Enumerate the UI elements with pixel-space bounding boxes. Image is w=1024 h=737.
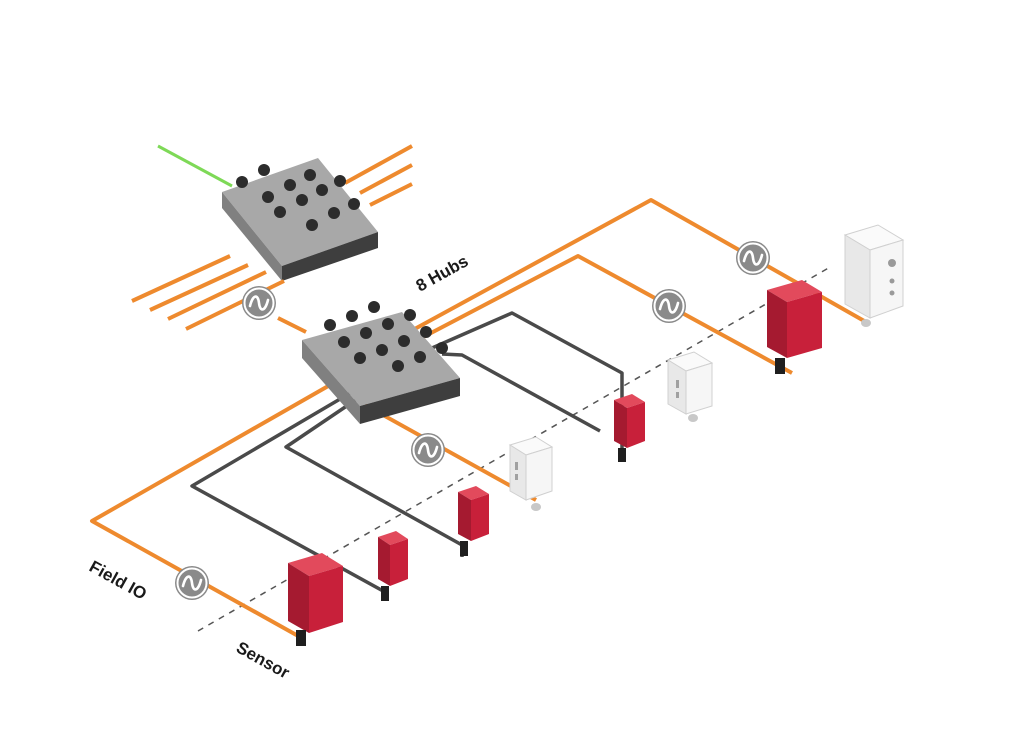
- io-link-converter-icon: [650, 287, 688, 325]
- sensor-label: Sensor: [233, 638, 293, 683]
- top-hub-cables-back: [344, 144, 413, 207]
- field-io-label: Field IO: [86, 557, 150, 604]
- orange-sensor-cables: [90, 198, 867, 639]
- hubs-label: 8 Hubs: [413, 251, 472, 295]
- ethernet-uplink-cable: [157, 144, 233, 188]
- white-sensor-small: [508, 436, 554, 511]
- red-sensor-large: [288, 553, 343, 646]
- io-link-converter-icon: [173, 564, 211, 602]
- red-sensor-large: [767, 280, 822, 374]
- io-link-master-hub: [222, 158, 378, 281]
- red-sensor-small: [378, 531, 408, 601]
- io-link-converter-icon: [409, 431, 447, 469]
- red-sensor-small: [614, 394, 645, 462]
- io-link-converter-icon: [240, 284, 278, 322]
- white-sensor-large: [843, 224, 905, 327]
- red-sensor-small: [458, 486, 489, 556]
- io-link-converter-icon: [734, 239, 772, 277]
- white-sensor-medium: [666, 351, 714, 422]
- field-io-hub: [302, 301, 460, 424]
